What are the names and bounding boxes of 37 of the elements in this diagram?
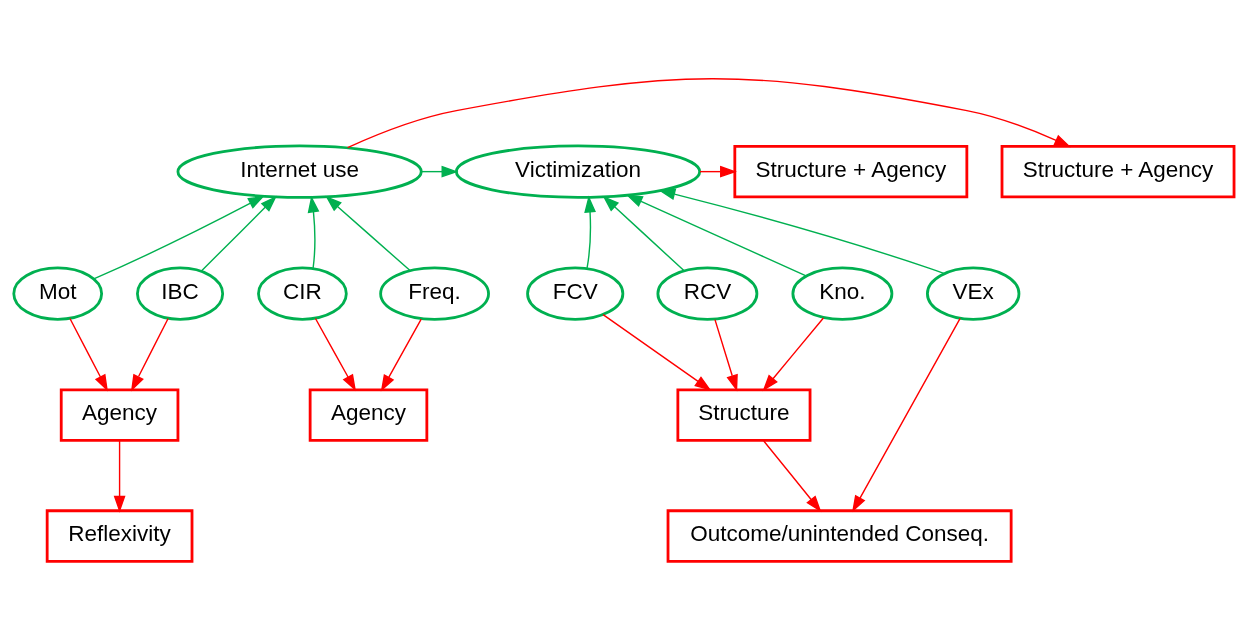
arrow [130, 317, 169, 391]
node-box: Agency [59, 387, 180, 442]
node-box: Agency [308, 387, 429, 442]
node-ellipse: VEx [926, 266, 1021, 321]
node-ellipse: IBC [136, 266, 225, 321]
node-box: Structure + Agency [1000, 144, 1236, 198]
arrow [314, 317, 357, 391]
arrow [380, 317, 422, 392]
arrow [602, 313, 712, 391]
node-ellipse: Kno. [791, 266, 894, 321]
node-ellipse: Internet use [176, 144, 423, 199]
arrow [420, 165, 459, 178]
arrow [307, 195, 320, 269]
arrow [69, 317, 108, 391]
node-box: Reflexivity [45, 508, 194, 563]
arrow [602, 195, 685, 271]
node-ellipse: Mot [12, 266, 104, 321]
arrow [852, 317, 961, 512]
node-box: Outcome/unintended Conseq. [666, 508, 1013, 563]
node-ellipse: CIR [257, 266, 348, 321]
arrow [714, 318, 738, 392]
arrow [658, 188, 945, 274]
node-ellipse: FCV [526, 266, 625, 321]
arrow [762, 316, 825, 391]
arrow [763, 439, 822, 512]
node-ellipse: RCV [656, 266, 759, 321]
arrow [584, 195, 596, 269]
arrow [699, 165, 737, 178]
arrow [325, 195, 411, 271]
node-box: Structure [676, 387, 812, 442]
arrow [346, 77, 1072, 148]
node-box: Structure + Agency [733, 144, 969, 198]
arrow [113, 439, 126, 513]
arrow [625, 194, 807, 277]
arrow [200, 195, 277, 272]
arrow [93, 195, 265, 280]
node-ellipse: Freq. [379, 266, 490, 321]
